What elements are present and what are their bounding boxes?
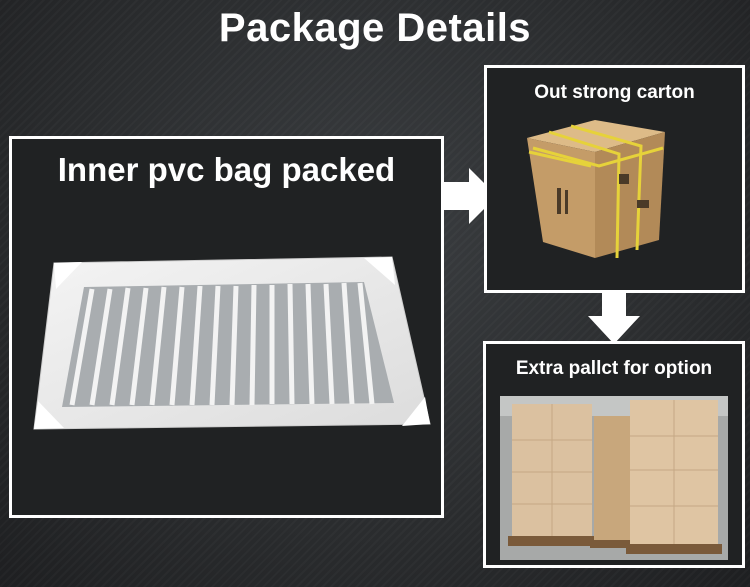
pallet-panel: Extra pallct for option [483,341,745,568]
inner-pvc-bag-label: Inner pvc bag packed [57,151,396,188]
pallet-label: Extra pallct for option [515,358,713,379]
arrow-down-icon [588,292,640,344]
carton-panel: Out strong carton [484,65,745,293]
grille-in-bag-image [33,256,431,430]
page-title: Package Details [218,6,532,50]
carton-box-image [527,120,665,259]
arrow-right-icon [443,168,497,224]
carton-label: Out strong carton [534,82,695,103]
pallet-stack-image [500,396,728,560]
inner-pvc-bag-panel: Inner pvc bag packed [9,136,444,518]
